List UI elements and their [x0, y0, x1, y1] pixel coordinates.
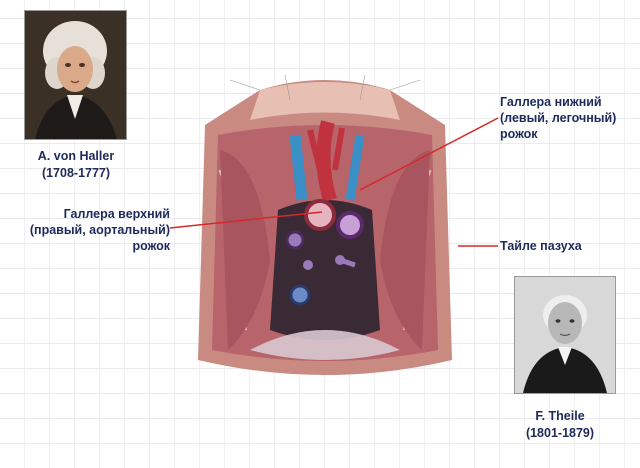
label-lower-horn: Галлера нижний (левый, легочный) рожок: [500, 94, 630, 142]
theile-name: F. Theile: [500, 408, 620, 425]
thorax-illustration: [190, 60, 460, 390]
label-upper-horn-line1: Галлера верхний: [20, 206, 170, 222]
label-lower-horn-line2: (левый, легочный): [500, 110, 630, 126]
haller-name: A. von Haller: [18, 148, 134, 165]
label-upper-horn-line2: (правый, аортальный): [20, 222, 170, 238]
label-upper-horn: Галлера верхний (правый, аортальный) рож…: [20, 206, 170, 254]
label-theile-sinus: Тайле пазуха: [500, 238, 582, 254]
label-lower-horn-line1: Галлера нижний: [500, 94, 630, 110]
haller-years: (1708-1777): [18, 165, 134, 182]
label-lower-horn-line3: рожок: [500, 126, 630, 142]
haller-caption: A. von Haller (1708-1777): [18, 148, 134, 182]
haller-portrait: [24, 10, 127, 140]
theile-portrait: [514, 276, 616, 394]
label-theile-sinus-text: Тайле пазуха: [500, 238, 582, 254]
label-upper-horn-line3: рожок: [20, 238, 170, 254]
theile-years: (1801-1879): [500, 425, 620, 442]
theile-caption: F. Theile (1801-1879): [500, 408, 620, 442]
